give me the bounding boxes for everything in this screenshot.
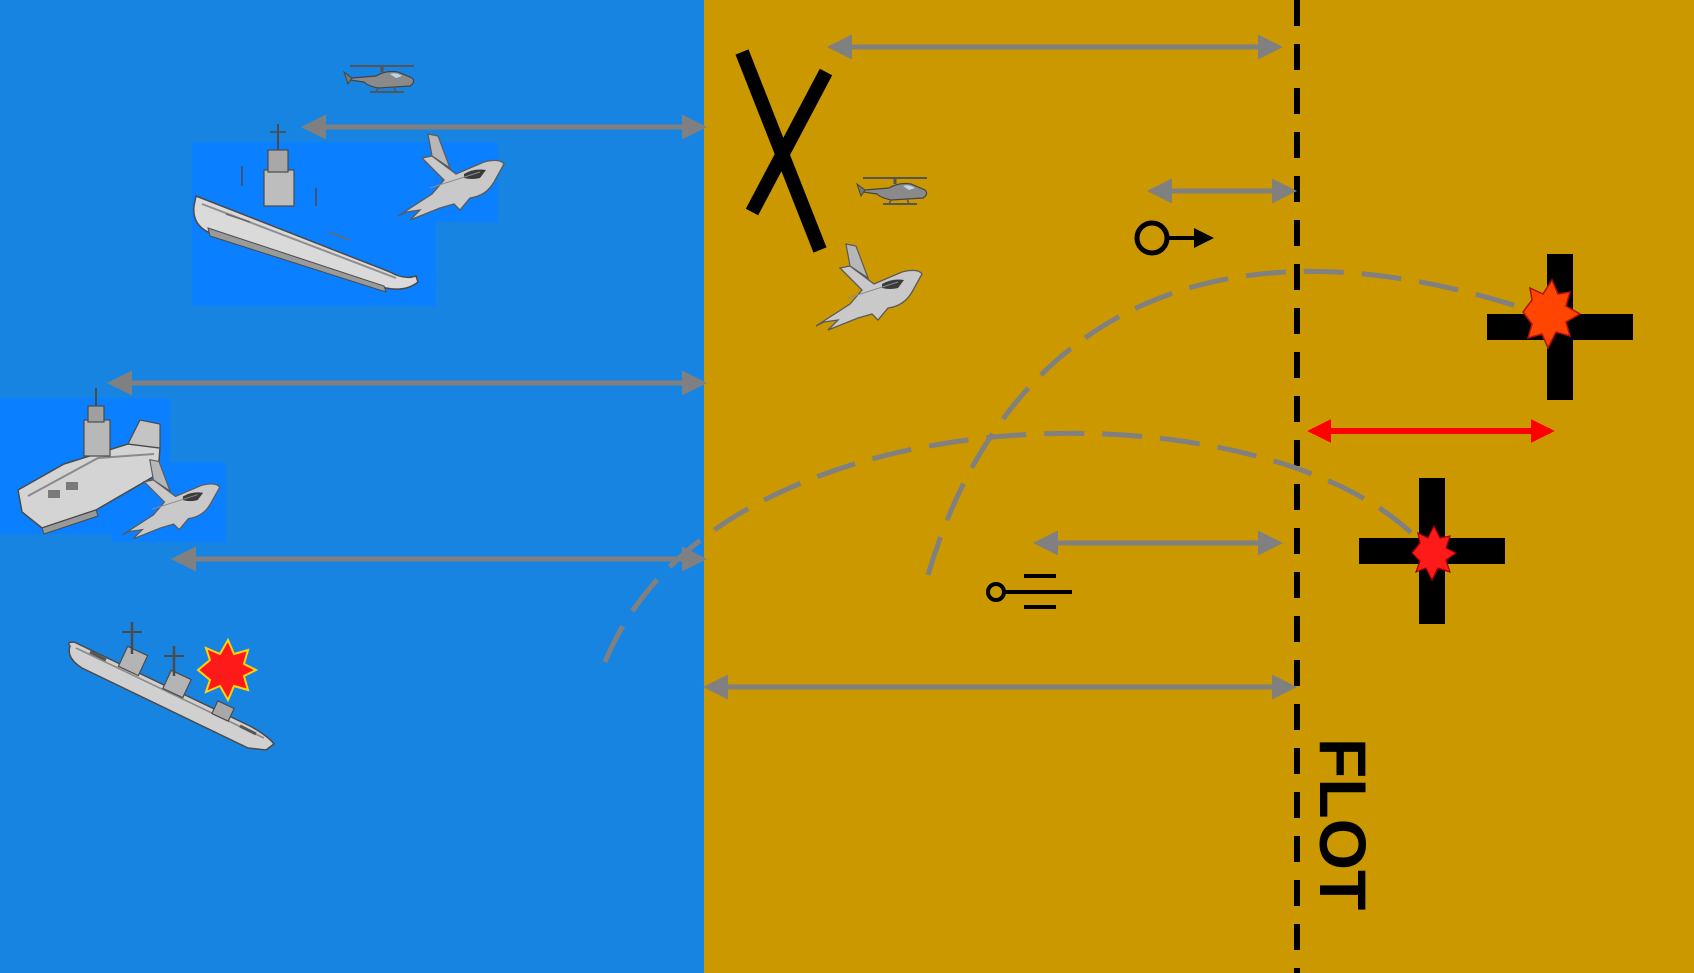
flot-label: FLOT (1306, 738, 1380, 910)
land-area (704, 0, 1694, 973)
